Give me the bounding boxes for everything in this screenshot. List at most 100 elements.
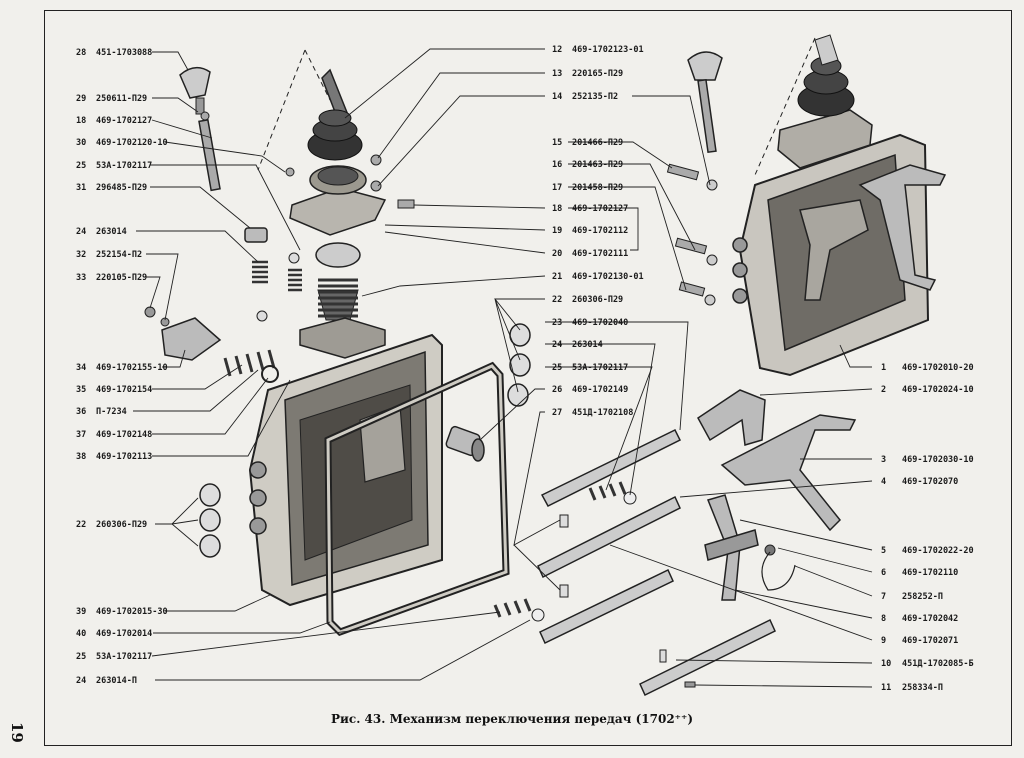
expansion-plugs-left bbox=[199, 483, 221, 558]
shift-lever-assembly-left bbox=[289, 68, 387, 359]
part-number: 469-1702042 bbox=[902, 614, 958, 624]
part-number: 252154-П2 bbox=[96, 250, 142, 260]
part-number: 53А-1702117 bbox=[96, 652, 152, 662]
assembly-guide-lines bbox=[257, 37, 816, 176]
part-number: 260306-П29 bbox=[572, 295, 623, 305]
callout-number: 25 bbox=[76, 161, 86, 171]
callout-number: 17 bbox=[552, 183, 562, 193]
callout-number: 31 bbox=[76, 183, 86, 193]
bolts-right bbox=[666, 163, 718, 306]
part-number: 469-1702149 bbox=[572, 385, 628, 395]
callout-number: 27 bbox=[552, 408, 562, 418]
part-number: 201466-П29 bbox=[572, 138, 623, 148]
part-number: 451Д-1702085-Б bbox=[902, 659, 974, 669]
part-number: 469-1702030-10 bbox=[902, 455, 974, 465]
figure-caption: Рис. 43. Механизм переключения передач (… bbox=[330, 712, 694, 726]
callout-number: 25 bbox=[552, 363, 562, 373]
callout-number: 13 bbox=[552, 69, 562, 79]
callout-number: 7 bbox=[881, 592, 886, 602]
callout-number: 32 bbox=[76, 250, 86, 260]
reverse-spring-left bbox=[318, 278, 358, 318]
callout-number: 33 bbox=[76, 273, 86, 283]
part-number: 469-1702123-01 bbox=[572, 45, 644, 55]
callout-number: 24 bbox=[552, 340, 562, 350]
part-number: 263014-П bbox=[96, 676, 137, 686]
callout-number: 14 bbox=[552, 92, 562, 102]
breather-plug bbox=[445, 425, 485, 462]
callout-number: 12 bbox=[552, 45, 562, 55]
callout-number: 6 bbox=[881, 568, 886, 578]
callout-number: 34 bbox=[76, 363, 86, 373]
callout-number: 25 bbox=[76, 652, 86, 662]
middle-label-column: 12 469-1702123-01 13 220165-П29 14 252135-П2 1… bbox=[552, 45, 644, 418]
page-number: 19 bbox=[8, 722, 26, 743]
callout-number: 5 bbox=[881, 546, 886, 556]
part-number: 220105-П29 bbox=[96, 273, 147, 283]
part-number: 201458-П29 bbox=[572, 183, 623, 193]
callout-number: 1 bbox=[881, 363, 886, 373]
part-number: 469-1702127 bbox=[572, 204, 628, 214]
callout-number: 29 bbox=[76, 94, 86, 104]
part-number: 252135-П2 bbox=[572, 92, 618, 102]
part-number: 263014 bbox=[572, 340, 603, 350]
callout-number: 18 bbox=[552, 204, 562, 214]
callout-number: 23 bbox=[552, 318, 562, 328]
shift-knob-left bbox=[179, 66, 211, 121]
part-number: 469-1702127 bbox=[96, 116, 152, 126]
part-number: 296485-П29 bbox=[96, 183, 147, 193]
callout-number: 24 bbox=[76, 227, 86, 237]
callout-number: 8 bbox=[881, 614, 886, 624]
part-number: 451Д-1702108 bbox=[572, 408, 633, 418]
part-number: 263014 bbox=[96, 227, 127, 237]
shift-forks bbox=[697, 389, 857, 601]
part-number: 469-1702130-01 bbox=[572, 272, 644, 282]
part-number: 201463-П29 bbox=[572, 160, 623, 170]
part-number: 260306-П29 bbox=[96, 520, 147, 530]
callout-number: 36 bbox=[76, 407, 86, 417]
callout-number: 28 bbox=[76, 48, 86, 58]
lock-pin-left bbox=[198, 118, 221, 192]
part-number: 250611-П29 bbox=[96, 94, 147, 104]
right-label-column: 1 469-1702010-20 2 469-1702024-10 3 469-17020… bbox=[881, 363, 974, 693]
shift-knob-right bbox=[687, 51, 723, 154]
part-number: П-7234 bbox=[96, 407, 127, 417]
part-number: 469-1702015-30 bbox=[96, 607, 168, 617]
part-number: 469-1702120-10 bbox=[96, 138, 168, 148]
part-number: 469-1702148 bbox=[96, 430, 152, 440]
shift-rails bbox=[493, 428, 776, 697]
part-number: 53А-1702117 bbox=[572, 363, 628, 373]
callout-number: 18 bbox=[76, 116, 86, 126]
callout-number: 10 bbox=[881, 659, 891, 669]
callout-number: 4 bbox=[881, 477, 886, 487]
part-number: 469-1702070 bbox=[902, 477, 958, 487]
part-number: 469-1702010-20 bbox=[902, 363, 974, 373]
part-number: 220165-П29 bbox=[572, 69, 623, 79]
part-number: 469-1702111 bbox=[572, 249, 628, 259]
page-frame bbox=[44, 10, 1012, 746]
part-number: 469-1702014 bbox=[96, 629, 152, 639]
callout-number: 22 bbox=[552, 295, 562, 305]
part-number: 469-1702071 bbox=[902, 636, 958, 646]
callout-number: 21 bbox=[552, 272, 562, 282]
callout-number: 15 bbox=[552, 138, 562, 148]
part-number: 258334-П bbox=[902, 683, 943, 693]
part-number: 469-1702110 bbox=[902, 568, 958, 578]
callout-number: 19 bbox=[552, 226, 562, 236]
part-number: 451-1703088 bbox=[96, 48, 152, 58]
part-number: 469-1702024-10 bbox=[902, 385, 974, 395]
part-number: 469-1702113 bbox=[96, 452, 152, 462]
callout-number: 16 bbox=[552, 160, 562, 170]
callout-number: 3 bbox=[881, 455, 886, 465]
part-number: 469-1702022-20 bbox=[902, 546, 974, 556]
part-number: 53А-1702117 bbox=[96, 161, 152, 171]
leader-lines bbox=[133, 48, 873, 688]
callout-number: 2 bbox=[881, 385, 886, 395]
callout-number: 30 bbox=[76, 138, 86, 148]
callout-number: 11 bbox=[881, 683, 891, 693]
callout-number: 20 bbox=[552, 249, 562, 259]
left-label-column: 28 451-1703088 29 250611-П29 18 469-1702127 30… bbox=[76, 48, 168, 686]
callout-number: 9 bbox=[881, 636, 886, 646]
callout-number: 39 bbox=[76, 607, 86, 617]
callout-number: 22 bbox=[76, 520, 86, 530]
